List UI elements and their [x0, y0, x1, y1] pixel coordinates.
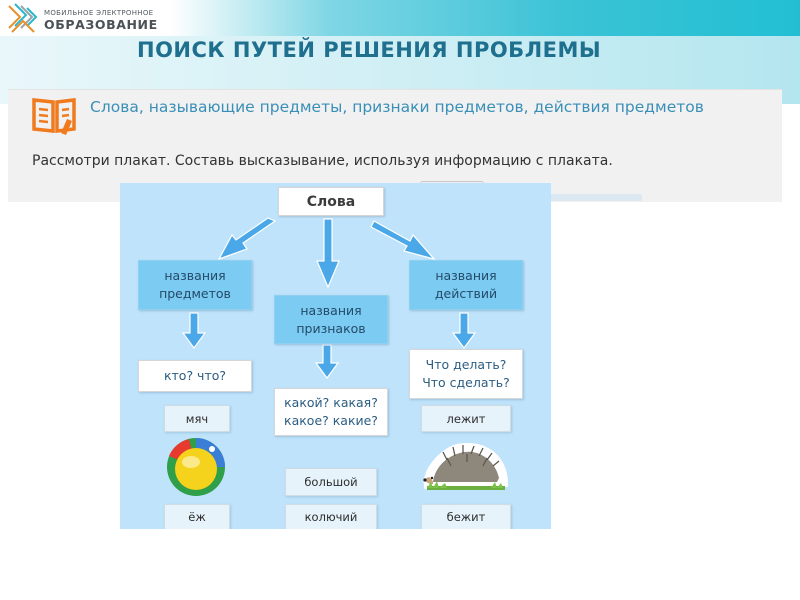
book-pencil-icon	[32, 98, 76, 135]
task-instruction: Рассмотри плакат. Составь высказывание, …	[32, 153, 613, 169]
poster: Слова названия предметов названия призна…	[120, 183, 551, 529]
question-attributes: какой? какая? какое? какие?	[274, 388, 388, 436]
root-words-box: Слова	[278, 187, 384, 216]
poster-arrows	[181, 217, 477, 380]
example-hedgehog-word: ёж	[164, 504, 230, 529]
arrow-root-to-attributes	[316, 218, 340, 289]
arrow-root-to-actions	[370, 220, 436, 261]
logo-icon	[8, 3, 38, 33]
category-objects: названия предметов	[138, 260, 252, 310]
task-topic: Слова, называющие предметы, признаки пре…	[90, 98, 704, 116]
example-big-word: большой	[285, 468, 377, 496]
example-ball-word: мяч	[164, 405, 230, 432]
logo-caption: МОБИЛЬНОЕ ЭЛЕКТРОННОЕ	[44, 9, 154, 17]
header-top-band	[0, 0, 800, 36]
arrow-objects-to-question	[181, 312, 207, 350]
question-objects: кто? что?	[138, 360, 252, 392]
slide-title: ПОИСК ПУТЕЙ РЕШЕНИЯ ПРОБЛЕМЫ	[137, 38, 602, 62]
example-prickly-word: колючий	[285, 504, 377, 529]
hedgehog-image	[423, 443, 509, 490]
ball-image	[167, 438, 225, 496]
arrow-attributes-to-question	[314, 344, 340, 380]
arrow-root-to-objects	[217, 217, 277, 261]
logo-name: ОБРАЗОВАНИЕ	[44, 17, 158, 32]
logo: МОБИЛЬНОЕ ЭЛЕКТРОННОЕ ОБРАЗОВАНИЕ	[6, 2, 176, 36]
example-lies-word: лежит	[421, 405, 511, 432]
category-attributes: названия признаков	[274, 295, 388, 344]
category-actions: названия действий	[409, 260, 523, 310]
example-runs-word: бежит	[421, 504, 511, 529]
question-actions: Что делать? Что сделать?	[409, 349, 523, 399]
arrow-actions-to-question	[451, 312, 477, 350]
